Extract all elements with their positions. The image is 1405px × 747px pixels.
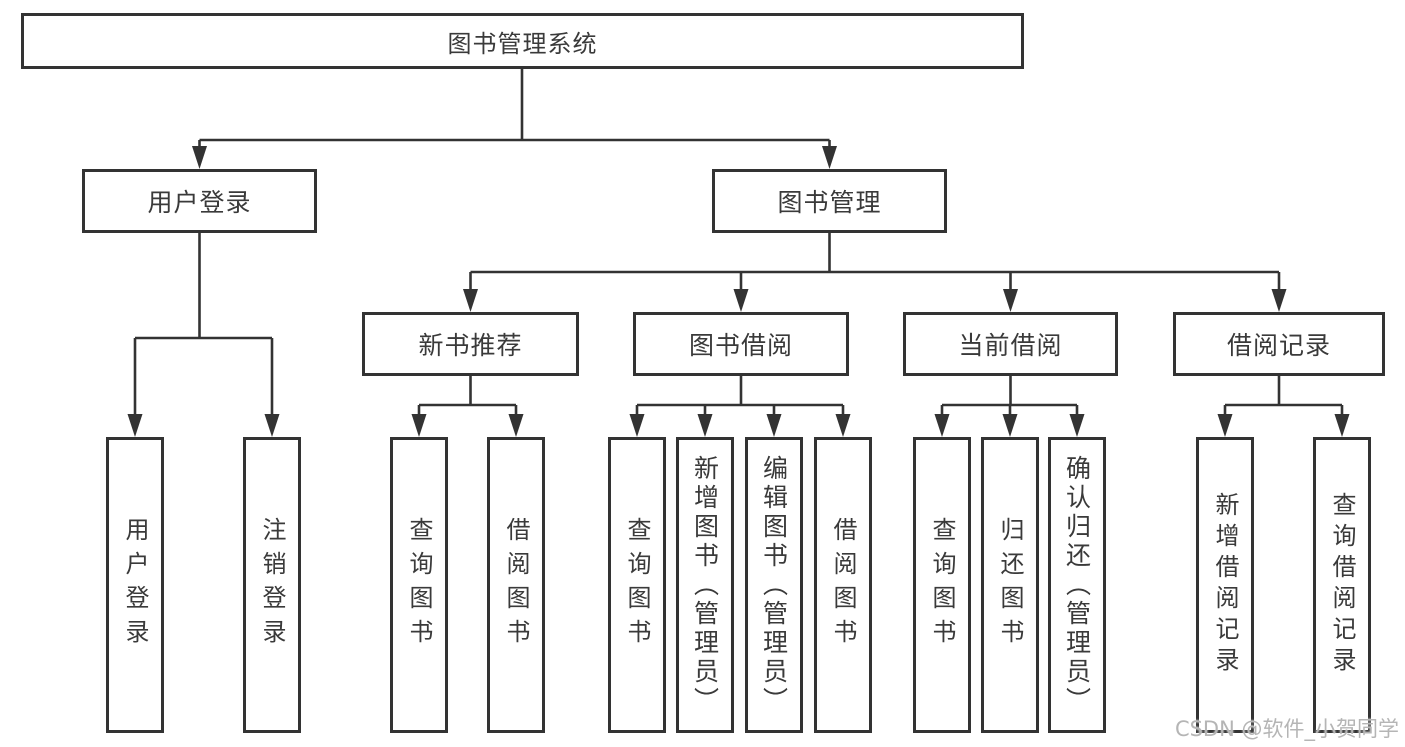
node-label: 确认归还（管理员） xyxy=(1062,454,1092,716)
node-leaf-edit-book-admin: 编辑图书（管理员） xyxy=(745,437,803,733)
node-current-borrow: 当前借阅 xyxy=(903,312,1118,376)
node-label: 借阅图书 xyxy=(502,517,530,653)
node-leaf-logout: 注销登录 xyxy=(243,437,301,733)
node-label: 查询图书 xyxy=(623,517,651,653)
node-leaf-query-book-2: 查询图书 xyxy=(608,437,666,733)
node-label: 查询图书 xyxy=(928,517,956,653)
node-label: 用户登录 xyxy=(121,517,149,653)
node-label: 图书管理系统 xyxy=(447,29,598,58)
node-label: 借阅图书 xyxy=(829,517,857,653)
node-leaf-query-book-1: 查询图书 xyxy=(390,437,448,733)
node-leaf-query-borrow-record: 查询借阅记录 xyxy=(1313,437,1371,733)
node-library-system: 图书管理系统 xyxy=(21,13,1024,69)
node-leaf-return-book: 归还图书 xyxy=(981,437,1039,733)
node-label: 查询借阅记录 xyxy=(1328,492,1356,678)
node-label: 新增图书（管理员） xyxy=(690,454,720,716)
node-label: 图书管理 xyxy=(777,188,882,217)
node-leaf-borrow-book-2: 借阅图书 xyxy=(814,437,872,733)
node-new-book-recommend: 新书推荐 xyxy=(362,312,579,376)
node-leaf-borrow-book-1: 借阅图书 xyxy=(487,437,545,733)
node-label: 新书推荐 xyxy=(418,331,523,360)
node-label: 借阅记录 xyxy=(1226,331,1331,360)
node-leaf-add-book-admin: 新增图书（管理员） xyxy=(676,437,734,733)
node-leaf-query-book-3: 查询图书 xyxy=(913,437,971,733)
node-leaf-confirm-return-admin: 确认归还（管理员） xyxy=(1048,437,1106,733)
node-book-borrow: 图书借阅 xyxy=(633,312,849,376)
node-label: 查询图书 xyxy=(405,517,433,653)
node-label: 新增借阅记录 xyxy=(1211,492,1239,678)
node-label: 当前借阅 xyxy=(958,331,1063,360)
node-book-management: 图书管理 xyxy=(712,169,947,233)
node-label: 编辑图书（管理员） xyxy=(759,454,789,716)
node-label: 注销登录 xyxy=(258,517,286,653)
node-label: 用户登录 xyxy=(147,188,252,217)
node-user-login: 用户登录 xyxy=(82,169,317,233)
node-leaf-user-login: 用户登录 xyxy=(106,437,164,733)
node-leaf-add-borrow-record: 新增借阅记录 xyxy=(1196,437,1254,733)
node-label: 归还图书 xyxy=(996,517,1024,653)
node-borrow-record: 借阅记录 xyxy=(1173,312,1385,376)
node-label: 图书借阅 xyxy=(688,331,793,360)
watermark: CSDN @软件_小贺同学 xyxy=(1174,717,1399,741)
